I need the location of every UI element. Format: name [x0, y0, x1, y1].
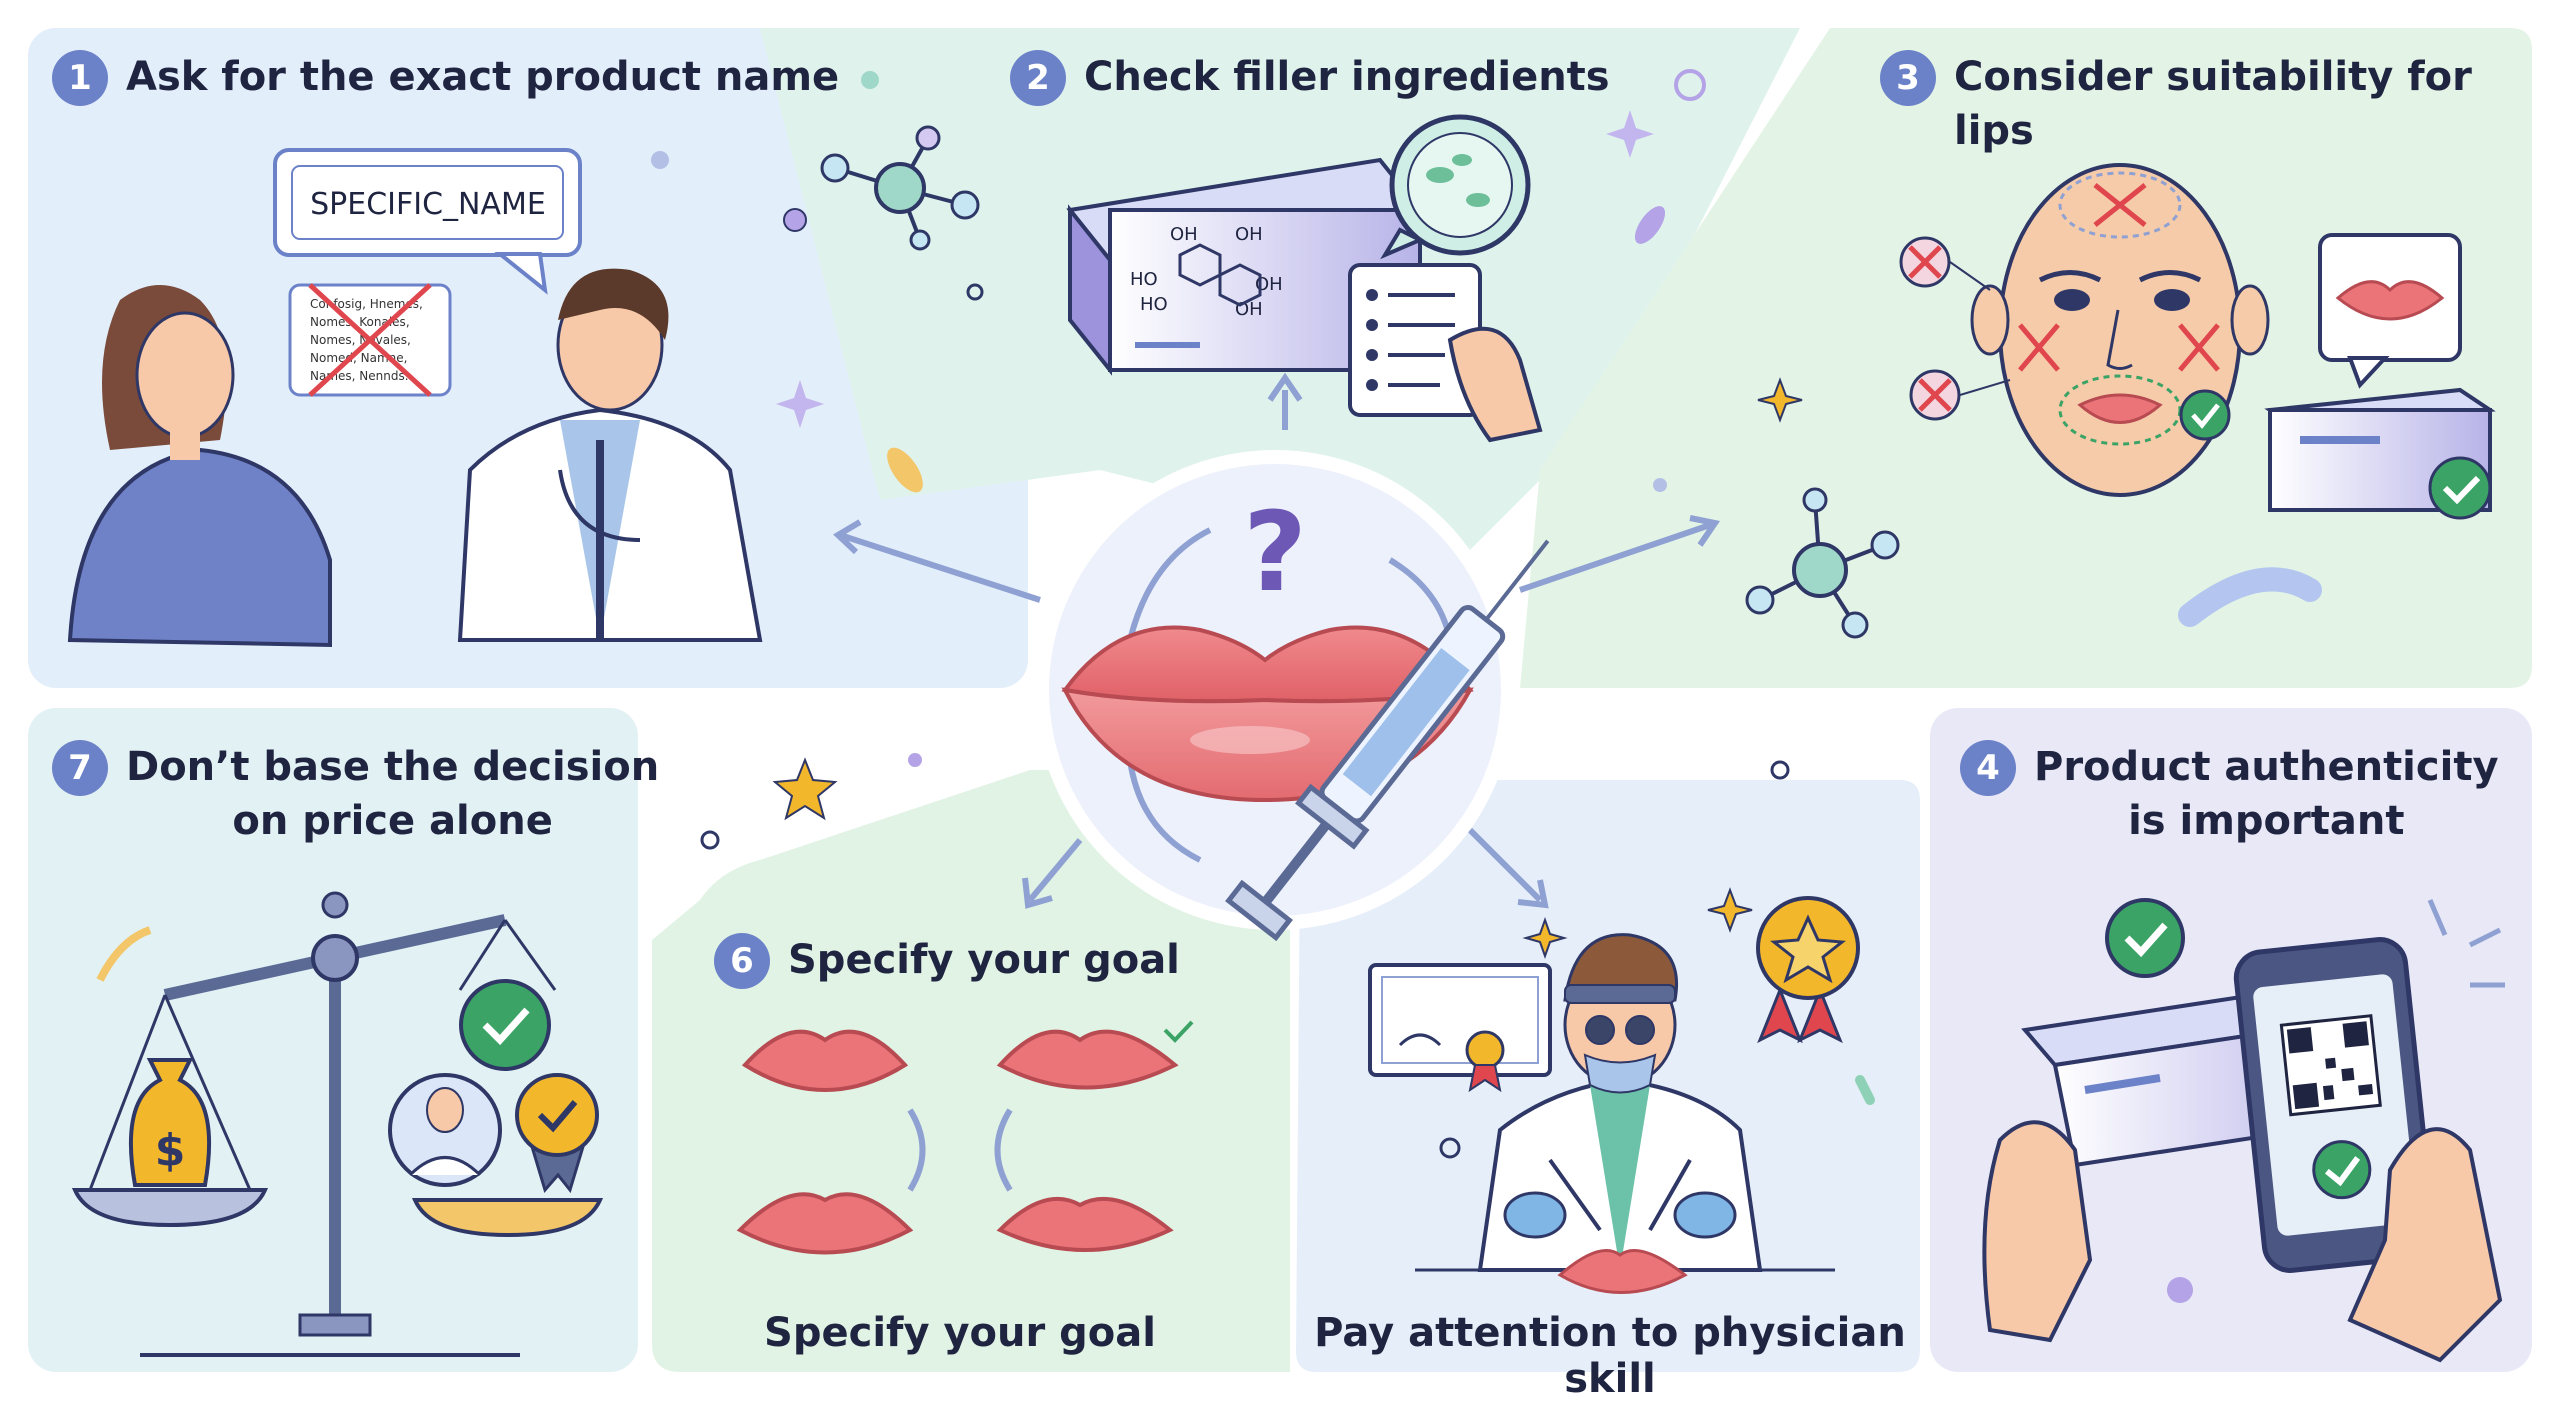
note-line: Nomes, Nevales, — [310, 333, 411, 347]
lips-icon — [996, 1196, 1174, 1252]
decorations — [96, 69, 2505, 1303]
magnifier-icon — [1380, 114, 1531, 260]
step-number: 4 — [1960, 740, 2016, 796]
patient-icon — [67, 285, 332, 648]
step-title-line: is important — [2128, 798, 2405, 844]
step-title-line: Don’t base the decision — [126, 744, 660, 790]
molecule-label: OH — [1235, 224, 1263, 245]
lips-icon — [996, 1029, 1179, 1090]
scale-icon — [71, 891, 604, 1357]
bubble-label: SPECIFIC_NAME — [310, 187, 546, 222]
step-number: 3 — [1880, 50, 1936, 106]
step-title-text: Ask for the exact product name — [126, 54, 840, 100]
lips-icon — [1061, 625, 1474, 803]
money-bag-icon: $ — [128, 1058, 212, 1187]
certificate-icon — [1368, 963, 1552, 1093]
step-7-title: 7 Don’t base the decision on price alone — [52, 740, 659, 848]
lips-icon — [1557, 1249, 1688, 1294]
step-title-line: Product authenticity — [2034, 744, 2499, 790]
speech-bubble-name: SPECIFIC_NAME — [273, 148, 582, 295]
lips-bubble — [2318, 233, 2462, 389]
step-6-title: 6 Specify your goal — [714, 933, 1180, 989]
step-2-title: 2 Check filler ingredients — [1010, 50, 1610, 106]
money-symbol: $ — [155, 1125, 186, 1176]
step-title-text: Check filler ingredients — [1084, 54, 1610, 100]
molecule-icon — [820, 125, 980, 251]
step-4-title: 4 Product authenticity is important — [1960, 740, 2499, 848]
checklist-icon — [1348, 263, 1543, 443]
medal-icon — [1756, 896, 1860, 1044]
doctor-avatar-icon — [388, 1073, 502, 1187]
physician-icon — [1415, 933, 1835, 1294]
step-title-line: on price alone — [232, 798, 553, 844]
check-badge-icon — [459, 979, 551, 1071]
check-badge-icon — [2105, 898, 2185, 978]
syringe-icon — [1225, 539, 1550, 942]
molecule-label: OH — [1170, 224, 1198, 245]
lips-icon — [736, 1192, 914, 1255]
step-3-title: 3 Consider suitability for lips — [1880, 50, 2560, 158]
step-6-caption: Specify your goal — [764, 1310, 1156, 1356]
step-5-caption: Pay attention to physician skill — [1314, 1310, 1906, 1402]
cross-icons-left — [1899, 236, 2011, 421]
step-number: 1 — [52, 50, 108, 106]
step-number: 6 — [714, 933, 770, 989]
molecule-label: HO — [1140, 294, 1168, 315]
doctor-icon — [457, 268, 763, 642]
step-number: 7 — [52, 740, 108, 796]
step-title-text: Specify your goal — [788, 937, 1180, 983]
molecule-icon — [1745, 487, 1900, 639]
molecule-label: OH — [1255, 274, 1283, 295]
center-hub: ? — [1035, 450, 1550, 942]
product-box-lips — [2264, 387, 2496, 520]
medal-icon — [515, 1073, 599, 1194]
arrows — [833, 372, 1721, 909]
lips-grid — [736, 1020, 1194, 1255]
crossed-names-note: Confosig, Hnemes, Nomes, Konales, Nomes,… — [288, 283, 452, 397]
question-mark: ? — [1243, 488, 1307, 616]
lips-icon — [741, 1029, 909, 1092]
step-title-text: Consider suitability for lips — [1954, 54, 2472, 154]
step-number: 2 — [1010, 50, 1066, 106]
qr-phone-icon — [1982, 937, 2503, 1363]
step-1-title: 1 Ask for the exact product name — [52, 50, 839, 106]
molecule-label: HO — [1130, 269, 1158, 290]
face-icon — [1970, 163, 2270, 497]
